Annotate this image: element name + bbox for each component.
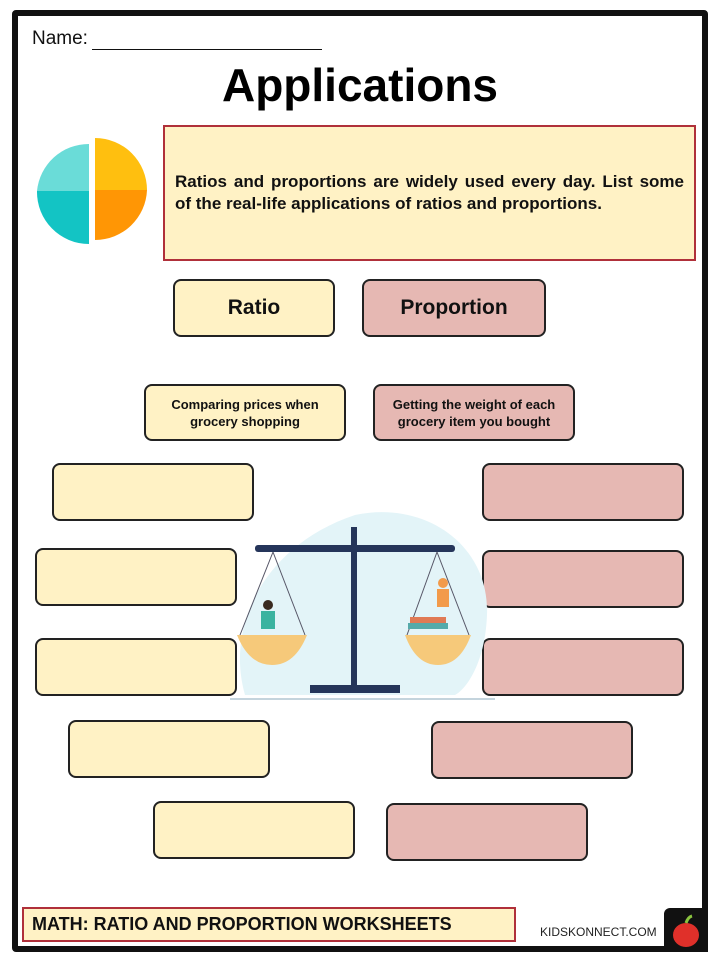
proportion-answer-box[interactable] xyxy=(482,550,684,608)
instructions-text: Ratios and proportions are widely used e… xyxy=(175,172,684,213)
page-frame xyxy=(12,10,708,952)
ratio-answer-box[interactable] xyxy=(68,720,270,778)
pie-chart-icon xyxy=(36,138,147,244)
instructions-box: Ratios and proportions are widely used e… xyxy=(163,125,696,261)
proportion-answer-box[interactable] xyxy=(482,463,684,521)
ratio-answer-box[interactable] xyxy=(153,801,355,859)
name-line[interactable] xyxy=(91,32,322,50)
balance-scale-illustration xyxy=(230,512,495,700)
page-title: Applications xyxy=(221,59,499,111)
footer-title: MATH: RATIO AND PROPORTION WORKSHEETS xyxy=(22,907,516,942)
proportion-answer-box[interactable] xyxy=(386,803,588,861)
apple-logo-icon xyxy=(664,908,708,952)
ratio-header: Ratio xyxy=(173,279,335,337)
ratio-answer-box[interactable] xyxy=(35,638,237,696)
name-label: Name: xyxy=(32,28,88,49)
site-name: KIDSKONNECT.COM xyxy=(540,925,657,939)
proportion-example: Getting the weight of each grocery item … xyxy=(373,384,575,441)
ratio-example: Comparing prices when grocery shopping xyxy=(144,384,346,441)
proportion-answer-box[interactable] xyxy=(431,721,633,779)
name-field[interactable]: Name: xyxy=(32,28,322,50)
ratio-answer-box[interactable] xyxy=(52,463,254,521)
proportion-answer-box[interactable] xyxy=(482,638,684,696)
ratio-answer-box[interactable] xyxy=(35,548,237,606)
proportion-header: Proportion xyxy=(362,279,546,337)
